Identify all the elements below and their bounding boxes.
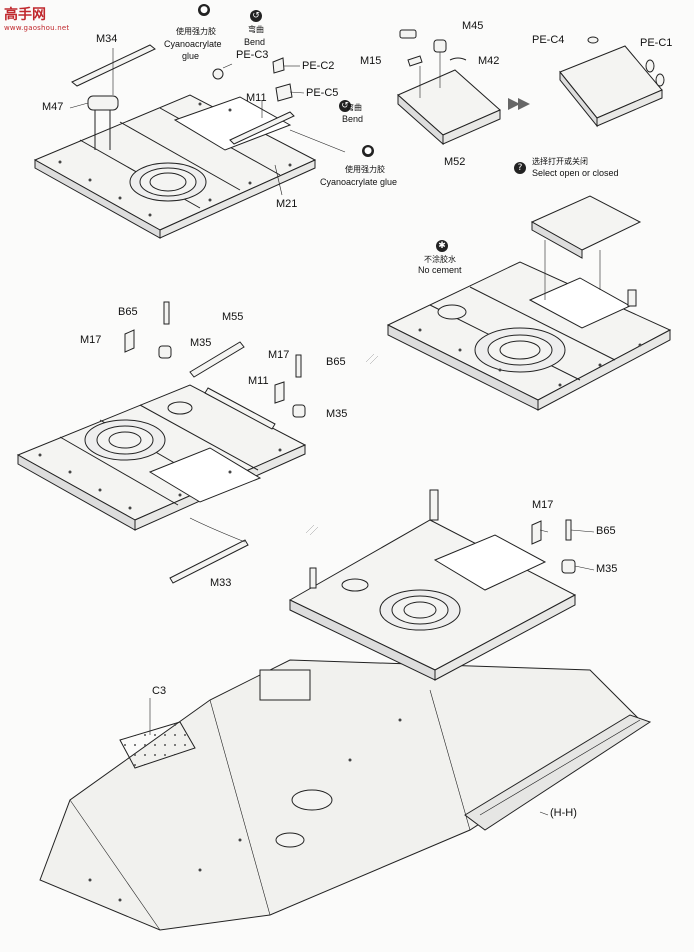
part-m11-top [229,111,295,145]
label-pe-c3: PE-C3 [236,49,269,61]
part-m17-mid [274,381,285,404]
label-m17-right: M17 [532,499,554,511]
label-m52: M52 [444,156,466,168]
label-cyano-en-1a: Cyanoacrylate [164,39,222,49]
part-m17-right [531,520,542,545]
watermark-url: www.gaoshou.net [4,24,70,32]
hatching-marks [305,353,379,536]
part-m35-mid [292,404,306,418]
label-bend-cn-1: 弯曲 [248,25,264,34]
part-m35-right [561,559,576,574]
bend-icon: ↺ [339,100,351,112]
roof-plate-top-left [33,94,317,239]
part-b65-left [163,301,170,325]
label-pe-c4: PE-C4 [532,34,565,46]
label-b65-left: B65 [118,306,138,318]
label-m21: M21 [276,198,298,210]
label-m35-left: M35 [190,337,212,349]
label-cyano-en-1b: glue [182,51,200,61]
label-m11-top: M11 [246,92,267,104]
watermark-text: 高手网 [4,7,46,23]
part-m55 [189,341,245,378]
part-h-h [464,714,652,831]
part-pe-c3 [212,68,224,80]
label-bend-en-2: Bend [342,114,364,124]
label-no-cement-en: No cement [418,265,462,275]
question-icon: ? [514,162,526,174]
part-m33 [169,539,249,584]
label-pe-c5: PE-C5 [306,87,339,99]
label-m45: M45 [462,20,484,32]
glue-drop-icon: ● [362,145,374,157]
label-m34: M34 [96,33,118,45]
no-cement-icon: ✱ [436,240,448,252]
label-b65-mid: B65 [326,356,346,368]
label-m15: M15 [360,55,382,67]
part-m34 [71,44,156,87]
label-m35-mid: M35 [326,408,348,420]
label-h-h: (H-H) [550,807,577,819]
part-pe-c2 [272,57,285,74]
label-m17-left: M17 [80,334,102,346]
roof-plate-right [386,195,672,411]
watermark-logo: 高手网 www.gaoshou.net [4,4,69,32]
bend-icon: ↺ [250,10,262,22]
part-b65-right [565,519,572,541]
glue-drop-icon: ● [198,4,210,16]
label-m17-mid: M17 [268,349,290,361]
hatch-top-right [559,36,665,128]
label-select-cn: 选择打开或关闭 [532,157,588,166]
label-c3: C3 [152,685,167,697]
label-pe-c1: PE-C1 [640,37,673,49]
hull-assembly [39,489,652,931]
label-b65-right: B65 [596,525,616,537]
part-c3 [119,721,196,769]
label-m55: M55 [222,311,244,323]
label-m42: M42 [478,55,500,67]
label-cyano-en-2: Cyanoacrylate glue [320,177,398,187]
label-select-en: Select open or closed [532,168,619,178]
label-no-cement-cn: 不涂胶水 [424,255,456,264]
label-cyano-cn-2: 使用强力胶 [345,165,385,174]
part-b65-mid [295,354,302,378]
label-bend-en-1: Bend [244,37,266,47]
roof-plate-left [16,384,307,531]
label-m47: M47 [42,101,64,113]
double-arrow-icon [508,98,530,110]
part-m11-mid [204,387,276,430]
hatch-top-middle [397,29,501,146]
label-m35-right: M35 [596,563,618,575]
part-m17-left [124,329,135,353]
part-m35-left [158,345,172,359]
label-m33: M33 [210,577,232,589]
label-pe-c2: PE-C2 [302,60,335,72]
label-bend-cn-2: 弯曲 [346,103,362,112]
label-m11-mid: M11 [248,375,269,387]
label-cyano-cn-1: 使用强力胶 [176,27,216,36]
part-pe-c5 [275,83,293,102]
